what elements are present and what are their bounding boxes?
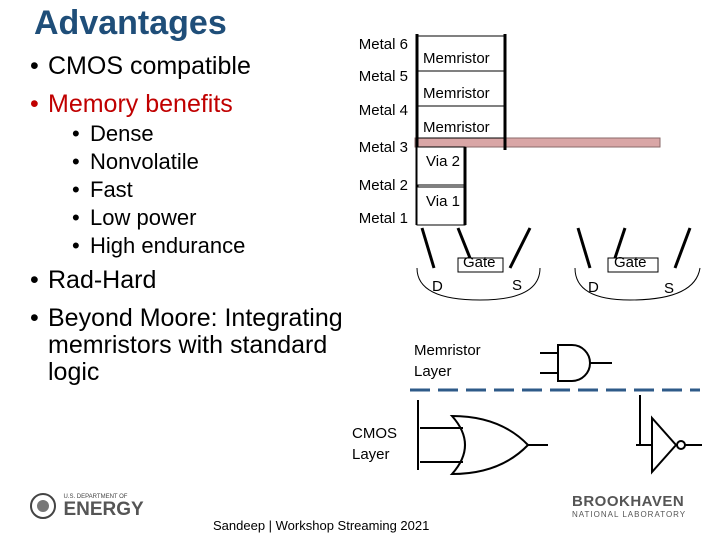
bnl-logo: BROOKHAVEN NATIONAL LABORATORY (572, 494, 686, 519)
label-via2: Via 2 (426, 153, 460, 170)
label-source-1: S (512, 277, 523, 294)
label-metal2: Metal 2 (358, 177, 408, 194)
transistor1-diffusion (416, 267, 541, 301)
bullet-memory-benefits: •Memory benefits (30, 90, 233, 118)
label-metal4: Metal 4 (358, 102, 408, 119)
label-memristor-layer-1: Memristor (414, 342, 481, 359)
transistor2-drain-contact (576, 227, 592, 269)
label-drain-1: D (432, 278, 443, 295)
sub-bullet-high-endurance: •High endurance (72, 233, 246, 258)
or-gate-body (449, 414, 530, 476)
label-cmos-layer-1: CMOS (352, 425, 397, 442)
label-via1: Via 1 (426, 193, 460, 210)
label-memristor-3: Memristor (423, 119, 490, 136)
label-source-2: S (664, 280, 675, 297)
label-gate-1: Gate (463, 254, 496, 271)
bullet-beyond-moore-line3: logic (48, 358, 100, 386)
label-metal6: Metal 6 (358, 36, 408, 53)
bullet-beyond-moore-line2: memristors with standard (48, 331, 328, 359)
label-drain-2: D (588, 279, 599, 296)
label-gate-2: Gate (614, 254, 647, 271)
sub-bullet-dense: •Dense (72, 121, 154, 146)
transistor1-source-contact (508, 227, 532, 269)
sub-bullet-nonvolatile: •Nonvolatile (72, 149, 199, 174)
doe-small-text: U.S. DEPARTMENT OF (63, 493, 128, 500)
metal3-bar (414, 137, 661, 148)
transistor2-gate-poly (607, 257, 659, 273)
and-gate-body (557, 344, 591, 382)
bullet-cmos-compatible: •CMOS compatible (30, 52, 251, 80)
transistor1-drain-contact (420, 227, 436, 269)
via1-block (416, 186, 466, 226)
sub-bullet-low-power: •Low power (72, 205, 197, 230)
not-gate-body (651, 415, 678, 475)
doe-seal-icon (30, 493, 56, 519)
not-gate-bubble (676, 440, 686, 450)
transistor2-source-contact (673, 227, 692, 269)
bullet-rad-hard: •Rad-Hard (30, 266, 157, 294)
transistor2-gate-contact (613, 227, 627, 259)
label-metal3: Metal 3 (358, 139, 408, 156)
memristor-stack-outline (416, 35, 506, 139)
label-memristor-2: Memristor (423, 85, 490, 102)
transistor2-diffusion (574, 267, 701, 301)
sub-bullet-fast: •Fast (72, 177, 133, 202)
label-memristor-layer-2: Layer (414, 363, 452, 380)
footer-text: Sandeep | Workshop Streaming 2021 (213, 518, 430, 533)
bnl-big-text: BROOKHAVEN (572, 493, 685, 510)
doe-logo: U.S. DEPARTMENT OF ENERGY (30, 493, 144, 519)
transistor1-gate-poly (457, 257, 504, 273)
label-memristor-1: Memristor (423, 50, 490, 67)
slide-title: Advantages (34, 4, 227, 42)
label-metal5: Metal 5 (358, 68, 408, 85)
transistor1-gate-contact (456, 227, 472, 259)
via2-block (416, 146, 466, 186)
doe-big-text: ENERGY (63, 498, 144, 520)
label-metal1: Metal 1 (358, 210, 408, 227)
label-cmos-layer-2: Layer (352, 446, 390, 463)
bnl-small-text: NATIONAL LABORATORY (572, 510, 687, 519)
bullet-beyond-moore: •Beyond Moore: Integrating (30, 304, 343, 332)
